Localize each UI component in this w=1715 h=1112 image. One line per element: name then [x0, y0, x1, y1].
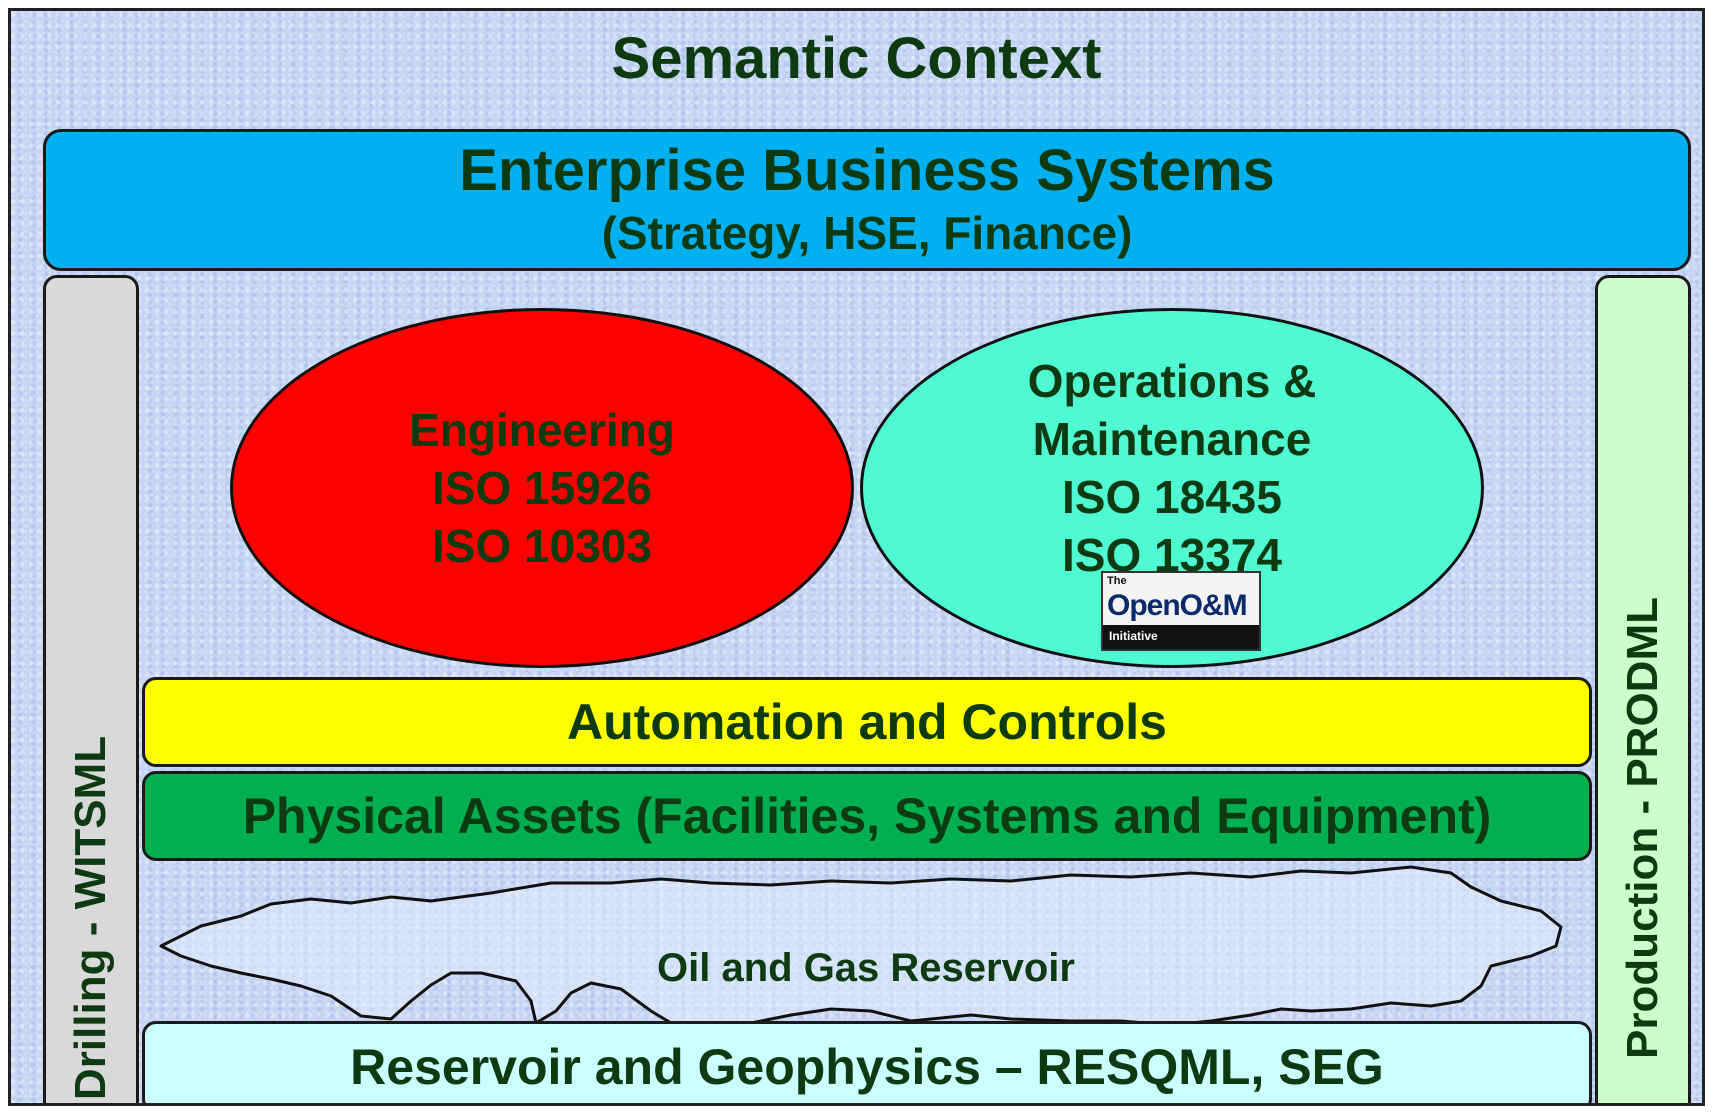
enterprise-business-systems-box: Enterprise Business Systems (Strategy, H…: [43, 129, 1691, 271]
engineering-line-2: ISO 15926: [432, 462, 652, 514]
reservoir-shape: [159, 865, 1563, 1027]
engineering-line-1: Engineering: [409, 404, 675, 456]
drilling-witsml-bar: Drilling - WITSML: [43, 275, 139, 1103]
operations-line-3: ISO 18435: [1062, 471, 1282, 523]
enterprise-subtitle: (Strategy, HSE, Finance): [601, 207, 1133, 259]
openom-logo: The OpenO&M Initiative: [1101, 571, 1261, 651]
reservoir-geophysics-box: Reservoir and Geophysics – RESQML, SEG: [142, 1021, 1592, 1103]
automation-controls-box: Automation and Controls: [142, 677, 1592, 767]
reservoir-label: Oil and Gas Reservoir: [657, 946, 1075, 990]
production-prodml-bar: Production - PRODML: [1595, 275, 1691, 1103]
enterprise-title: Enterprise Business Systems: [459, 138, 1275, 203]
diagram-frame: Semantic Context Enterprise Business Sys…: [8, 8, 1705, 1106]
engineering-line-3: ISO 10303: [432, 520, 652, 572]
operations-line-2: Maintenance: [1032, 413, 1312, 465]
logo-name: OpenO&M: [1107, 589, 1248, 622]
engineering-ellipse: Engineering ISO 15926 ISO 10303: [230, 308, 854, 668]
diagram-title: Semantic Context: [611, 26, 1102, 91]
operations-line-1: Operations &: [1027, 355, 1317, 407]
logo-initiative: Initiative: [1109, 629, 1158, 643]
physical-assets-box: Physical Assets (Facilities, Systems and…: [142, 771, 1592, 861]
logo-the: The: [1107, 575, 1127, 587]
